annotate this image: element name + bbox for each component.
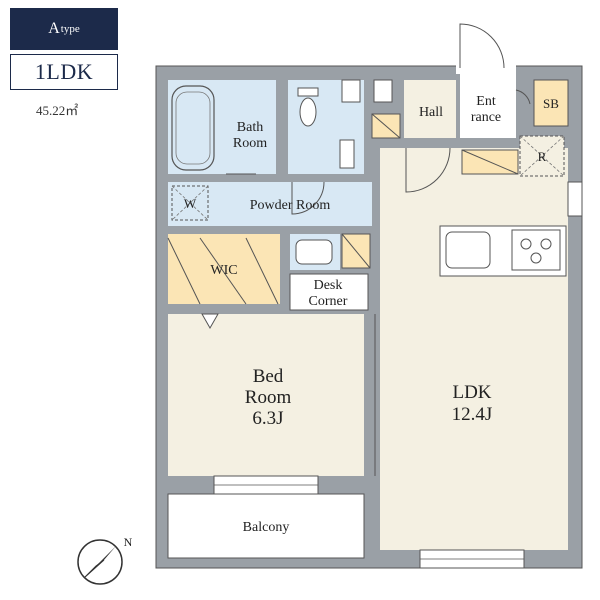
entrance-door — [459, 23, 505, 69]
entrance-storage-door — [515, 89, 531, 105]
refrigerator-label: R — [538, 149, 547, 164]
bedroom-label-1: Bed — [253, 366, 284, 387]
ldk-size-label: 12.4J — [452, 404, 493, 425]
layout-label: 1LDK — [10, 54, 118, 90]
toilet-bowl — [299, 97, 317, 127]
washer-label: W — [184, 196, 197, 211]
burner-2 — [540, 238, 552, 250]
washer-mark-1 — [171, 185, 209, 221]
wic-shelf-3 — [245, 237, 279, 305]
toilet-sink — [339, 139, 355, 169]
shoe-box-label: SB — [543, 96, 559, 111]
bedroom-label-2: Room — [245, 387, 292, 408]
ldk-door — [405, 147, 451, 193]
burner-3 — [530, 252, 542, 264]
desk-corner-label-1: Desk — [314, 278, 343, 293]
bedroom-size-label: 6.3J — [252, 408, 283, 429]
washer-mark-2 — [171, 185, 209, 221]
bathtub — [171, 85, 215, 171]
entrance-label-2: rance — [471, 110, 501, 125]
refrigerator-space — [519, 135, 565, 177]
kitchen-sink — [445, 231, 491, 269]
bedroom-floor — [168, 314, 364, 476]
powder-door — [291, 181, 325, 215]
type-word: type — [60, 23, 80, 35]
hall-storage-mark — [371, 113, 401, 139]
compass-north-label: N — [124, 535, 133, 549]
stove — [511, 229, 561, 271]
vanity-sink — [295, 239, 333, 265]
bathroom-label-1: Bath — [237, 120, 263, 135]
pipe-space-2 — [373, 79, 393, 103]
entrance-floor — [460, 74, 516, 138]
wic-shelf-1 — [167, 237, 201, 305]
ldk-floor — [380, 148, 568, 550]
bedroom-door-mark — [201, 313, 219, 330]
floor-area: 45.22㎡ — [36, 103, 79, 118]
hall-floor — [404, 80, 456, 138]
ldk-window-right — [567, 181, 583, 217]
bathroom-label-2: Room — [233, 136, 267, 151]
pipe-space-1 — [341, 79, 361, 103]
wic-label: WIC — [210, 263, 237, 278]
ldk-label: LDK — [452, 382, 491, 403]
bathtub-inner — [175, 91, 211, 165]
desk-corner-label-2: Corner — [309, 294, 348, 309]
toilet-tank — [297, 87, 319, 97]
type-letter: A — [48, 20, 60, 37]
linen-storage-mark — [341, 233, 371, 269]
entrance-label-1: Ent — [476, 94, 496, 109]
entrance-notch — [456, 60, 516, 74]
compass-icon: N — [77, 535, 133, 585]
balcony-floor — [167, 493, 365, 559]
powder-room-label: Powder Room — [250, 198, 331, 213]
hall-label: Hall — [419, 105, 443, 120]
balcony-label: Balcony — [243, 520, 290, 535]
desk-corner-floor — [289, 273, 369, 311]
burner-1 — [520, 238, 532, 250]
ldk-storage-mark — [461, 149, 519, 175]
wic-shelf-2 — [199, 237, 247, 305]
shoe-box — [533, 79, 569, 127]
